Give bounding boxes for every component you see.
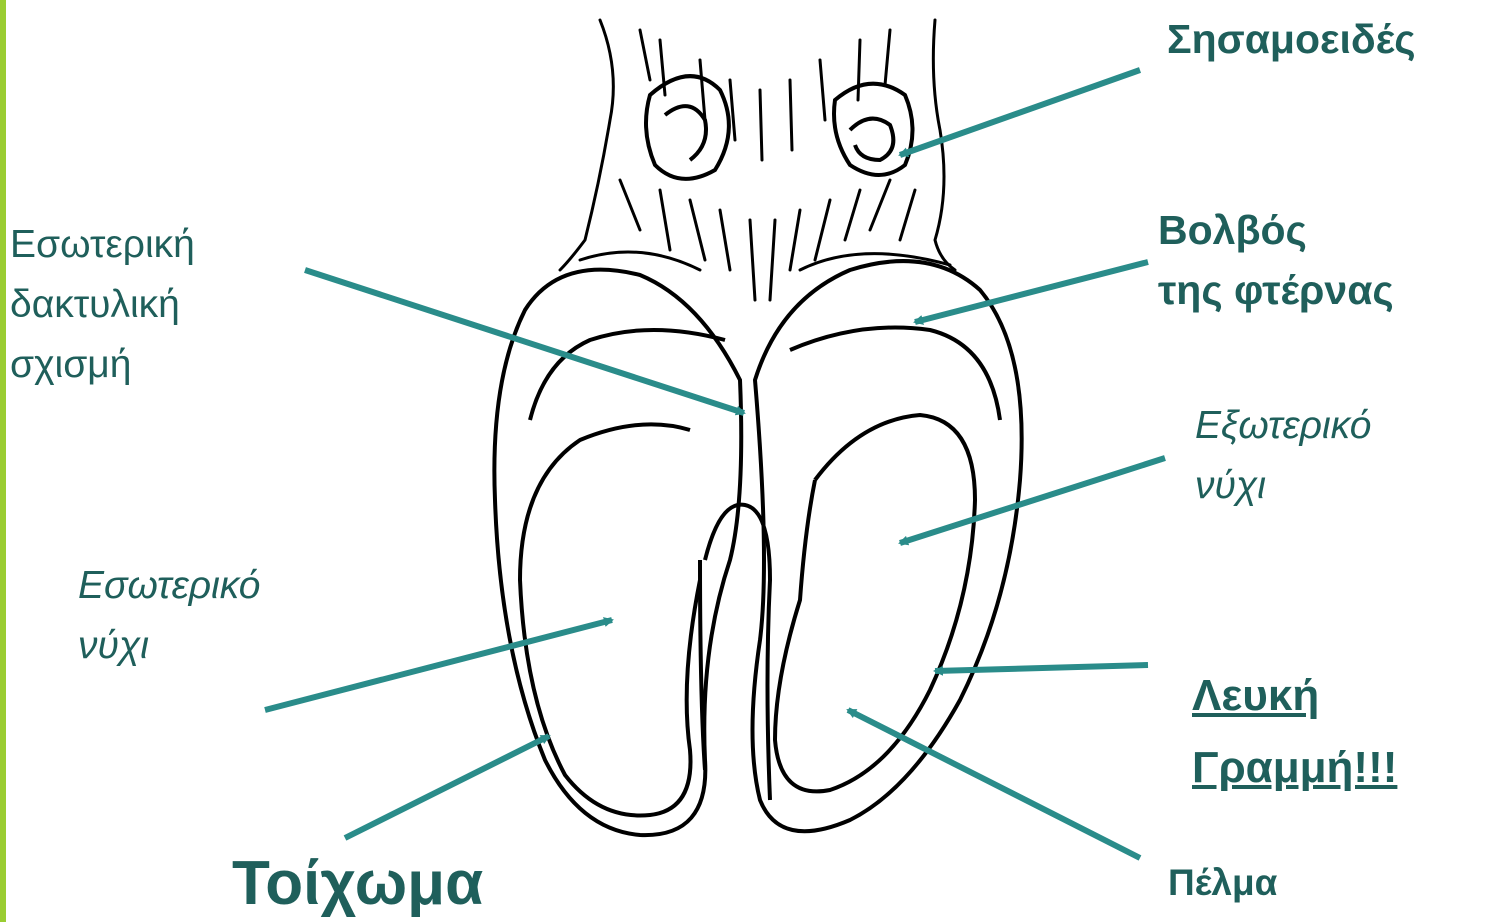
sesamoid-bones [646, 76, 913, 179]
claws [494, 261, 1021, 835]
label-interdigital-cleft-line3: σχισμή [10, 335, 195, 395]
label-heel-bulb-line2: της φτέρνας [1158, 260, 1394, 320]
arrow-inner-claw [265, 620, 612, 710]
label-outer-claw: Εξωτερικό νύχι [1195, 396, 1371, 516]
label-inner-claw-line2: νύχι [78, 616, 261, 676]
arrow-outer-claw [900, 458, 1165, 543]
arrow-wall [345, 736, 549, 838]
label-interdigital-cleft-line2: δακτυλική [10, 275, 195, 335]
label-interdigital-cleft-line1: Εσωτερική [10, 215, 195, 275]
label-outer-claw-line2: νύχι [1195, 456, 1371, 516]
label-heel-bulb: Βολβός της φτέρνας [1158, 200, 1394, 320]
label-white-line: Λευκή Γραμμή!!! [1192, 660, 1397, 804]
label-wall: Τοίχωμα [232, 848, 483, 919]
arrow-white-line [935, 665, 1148, 671]
label-inner-claw-line1: Εσωτερικό [78, 556, 261, 616]
label-interdigital-cleft: Εσωτερική δακτυλική σχισμή [10, 215, 195, 395]
fetlock-hair [560, 20, 955, 300]
label-heel-bulb-line1: Βολβός [1158, 200, 1394, 260]
arrow-sole [848, 710, 1140, 858]
label-sesamoid: Σησαμοειδές [1167, 16, 1416, 63]
label-white-line-line2: Γραμμή!!! [1192, 732, 1397, 804]
label-inner-claw: Εσωτερικό νύχι [78, 556, 261, 676]
label-white-line-line1: Λευκή [1192, 660, 1397, 732]
label-outer-claw-line1: Εξωτερικό [1195, 396, 1371, 456]
arrow-interdigital-cleft [305, 270, 744, 413]
label-sole: Πέλμα [1168, 862, 1277, 904]
